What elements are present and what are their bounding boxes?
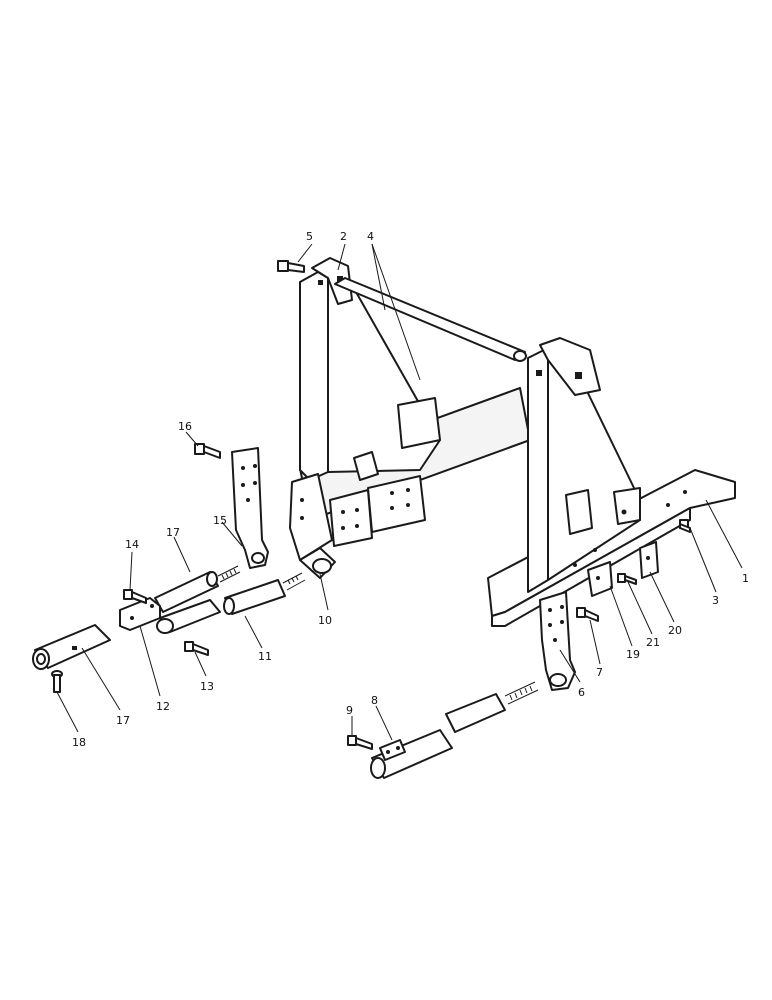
bolt-18 [51,670,63,693]
callout-16: 16 [178,420,192,433]
callout-18: 18 [72,736,86,749]
leader-lines [56,243,743,741]
callout-17a: 17 [166,526,180,539]
plate-6 [539,591,576,691]
callout-8: 8 [371,694,378,707]
callout-15: 15 [213,514,227,527]
tube-8 [370,729,453,779]
end-link [156,599,221,634]
callout-17b: 17 [116,714,130,727]
bolt-9 [347,735,373,750]
bolt-13 [184,641,209,656]
bolt-14 [123,589,147,604]
bolt-16 [194,443,221,459]
callout-20: 20 [668,624,682,637]
clevis-12 [119,597,161,631]
callout-1: 1 [742,572,749,585]
callout-21: 21 [646,636,660,649]
callout-9: 9 [346,704,353,717]
main-frame [289,257,736,627]
link-11 [223,572,306,615]
callout-19: 19 [626,648,640,661]
callout-7: 7 [596,666,603,679]
bracket-19 [587,561,613,597]
callout-2: 2 [340,230,347,243]
plate-15 [231,447,269,569]
callout-10: 10 [318,614,332,627]
bolt-5 [277,260,305,273]
callout-4: 4 [367,230,374,243]
link-right [445,681,539,733]
bracket-20 [639,541,659,579]
bolt-7 [576,607,599,622]
callout-labels: 5 2 4 16 15 17 14 10 11 13 12 17 18 3 1 … [72,230,749,749]
callout-12: 12 [156,700,170,713]
bolt-3 [679,519,691,533]
tube-17-lower [32,624,111,670]
callout-11: 11 [258,650,272,663]
callout-5: 5 [306,230,313,243]
bolt-21 [617,573,637,585]
callout-6: 6 [578,686,585,699]
callout-3: 3 [712,594,719,607]
callout-14: 14 [125,538,139,551]
callout-13: 13 [200,680,214,693]
